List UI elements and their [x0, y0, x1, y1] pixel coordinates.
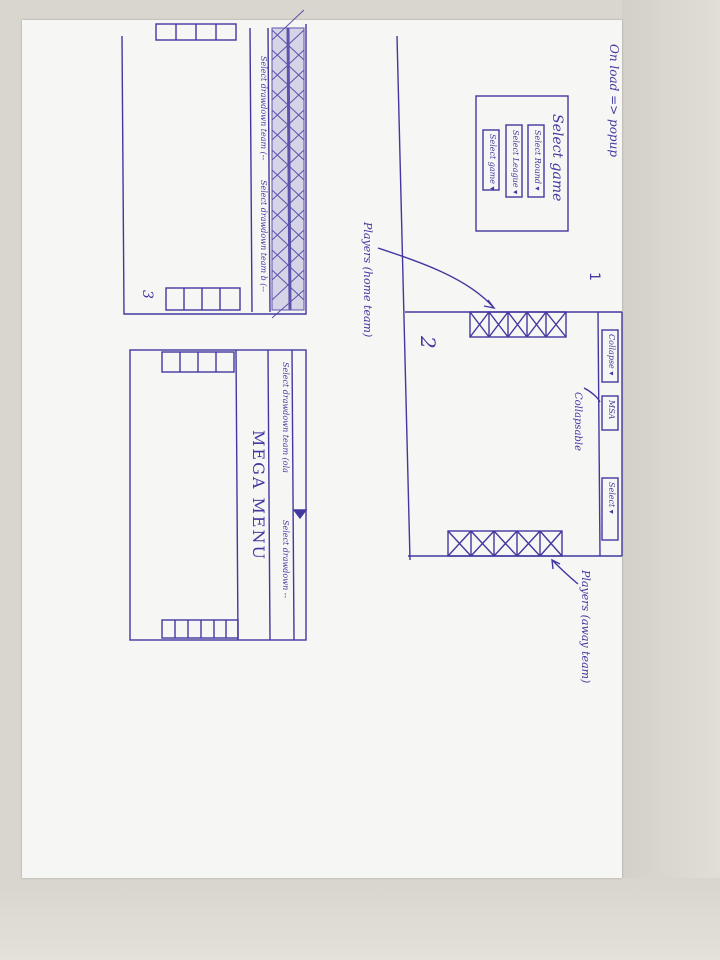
sketch3-dropdown-1[interactable]: Select drawdown team (-- — [259, 56, 268, 161]
sketch3-frame — [121, 24, 307, 315]
step-one-label: 1 — [586, 272, 602, 281]
sketch4-dropdown-2[interactable]: Select drawdown -- — [281, 520, 290, 599]
toolbar-select-label[interactable]: Select ▾ — [607, 482, 616, 514]
popup-option-round — [527, 124, 545, 198]
popup-option-game — [482, 129, 500, 191]
sketch3-dropdown-2[interactable]: Select drawdown team b (-- — [259, 180, 268, 292]
background-bottom — [0, 878, 720, 960]
toolbar-msa-label[interactable]: MSA — [607, 400, 616, 420]
collapsible-label: Collapsable — [572, 392, 583, 452]
mega-menu-label: MEGA MENU — [249, 430, 268, 562]
popup-title: Select game — [549, 114, 565, 202]
sketch4-frame — [129, 349, 307, 641]
popup-option-league — [505, 124, 523, 198]
away-players-strip — [447, 530, 563, 557]
sketch3-table-bottom — [165, 287, 241, 311]
popup-option-game-label[interactable]: Select game ▾ — [488, 134, 497, 191]
note-popup: On load => popup — [607, 44, 621, 158]
sketch4-dropdown-1[interactable]: Select drawdown team (ola — [281, 362, 290, 473]
collapsible-arrow — [583, 387, 601, 403]
toolbar-select — [601, 477, 619, 541]
background-right — [622, 0, 720, 960]
toolbar-msa — [601, 395, 619, 431]
toolbar-collapse-label[interactable]: Collapse ▾ — [607, 334, 616, 376]
popup-option-league-label[interactable]: Select League ▾ — [511, 130, 520, 195]
home-players-arrow — [377, 247, 495, 309]
home-players-strip — [469, 311, 567, 338]
popup-option-round-label[interactable]: Select Round ▾ — [533, 130, 542, 191]
home-players-label: Players (home team) — [361, 222, 374, 338]
away-players-arrow — [551, 559, 579, 585]
step-two-label: 2 — [416, 336, 440, 349]
step-three-label: 3 — [139, 290, 155, 299]
popup-box — [475, 95, 569, 232]
sketch4-table-bottom — [161, 619, 239, 639]
away-players-label: Players (away team) — [579, 570, 592, 684]
divider-vertical — [396, 35, 411, 561]
toolbar-collapse — [601, 329, 619, 383]
